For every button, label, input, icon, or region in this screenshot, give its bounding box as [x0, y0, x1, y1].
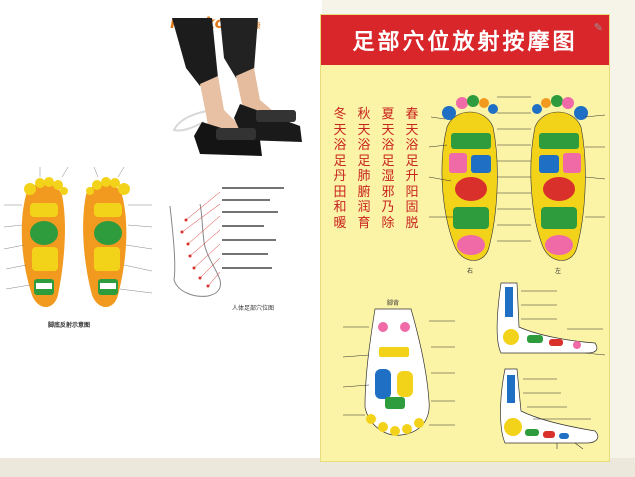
poster-side-map-top — [496, 282, 606, 356]
pen-icon: ✎ — [593, 21, 603, 34]
bottom-band — [0, 458, 635, 477]
poster-title: 足部穴位放射按摩图 — [321, 15, 609, 65]
poster-sole-map: 右 左 — [428, 95, 606, 275]
sole-diagram-caption: 脚底反射示意图 — [48, 322, 91, 329]
side-diagram-caption: 人体足部穴位图 — [232, 305, 275, 312]
poem-line-spring: 春天浴足升阳固脱 — [405, 107, 419, 231]
poem-line-winter: 冬天浴足丹田和暖 — [333, 107, 347, 231]
label-right-foot: 右 — [467, 267, 473, 275]
poster-side-map-bottom — [500, 368, 599, 449]
poem-line-autumn: 秋天浴足肺腑润育 — [357, 107, 371, 231]
side-foot-diagram — [169, 187, 284, 297]
poster-dorsal-map: 脚背 — [342, 299, 455, 436]
poem-line-summer: 夏天浴足湿邪乃除 — [381, 107, 395, 231]
label-dorsal: 脚背 — [387, 299, 399, 307]
product-photo — [172, 18, 302, 156]
sole-reflex-diagram — [3, 166, 153, 307]
label-left-foot: 左 — [555, 267, 561, 275]
massage-poster: 足部穴位放射按摩图 ✎ 春天浴足升阳固脱 夏天浴足湿邪乃除 秋天浴足肺腑润育 冬… — [320, 14, 610, 462]
